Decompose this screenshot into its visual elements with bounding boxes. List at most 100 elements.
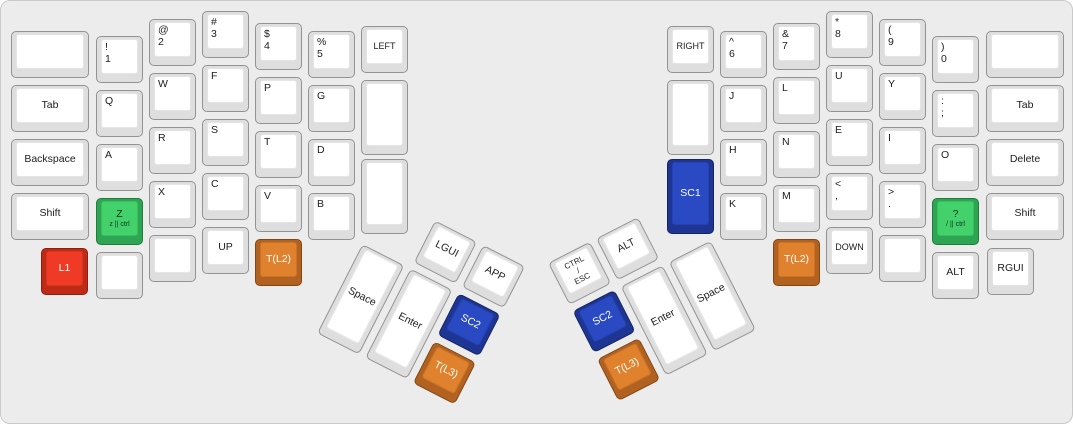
key-c-cap: C — [207, 176, 244, 211]
key-rgui[interactable]: RGUI — [987, 248, 1034, 295]
key-blank-left-top-outer[interactable] — [11, 31, 89, 78]
key-5-cap: %5 — [313, 34, 350, 69]
key-h-cap: H — [725, 142, 762, 177]
key-t[interactable]: T — [255, 131, 302, 178]
key-1[interactable]: !1 — [96, 36, 143, 83]
key-blank-right-inner-upper[interactable] — [667, 80, 714, 155]
key-delete-cap: Delete — [991, 142, 1059, 177]
key-tab-left[interactable]: Tab — [11, 85, 89, 132]
key-0[interactable]: )0 — [932, 36, 979, 83]
key-v[interactable]: V — [255, 185, 302, 232]
key-f-cap: F — [207, 68, 244, 103]
key-tab-right[interactable]: Tab — [986, 85, 1064, 132]
key-blank-left-inner-lower[interactable] — [361, 159, 408, 234]
key-u[interactable]: U — [826, 65, 873, 112]
key-k[interactable]: K — [720, 193, 767, 240]
key-e[interactable]: E — [826, 119, 873, 166]
key-down[interactable]: DOWN — [826, 227, 873, 274]
key-4-cap: $4 — [260, 26, 297, 61]
key-comma[interactable]: <, — [826, 173, 873, 220]
key-blank-left-inner-upper[interactable] — [361, 80, 408, 155]
key-7[interactable]: &7 — [773, 23, 820, 70]
key-ctrl-esc-cap: CTRL/ESC — [553, 246, 603, 295]
key-shift-left-cap: Shift — [16, 196, 84, 231]
key-k-cap: K — [725, 196, 762, 231]
key-t-l2-left[interactable]: T(L2) — [255, 239, 302, 286]
key-l1[interactable]: L1 — [41, 248, 88, 295]
key-u-cap: U — [831, 68, 868, 103]
key-sc1[interactable]: SC1 — [667, 159, 714, 234]
key-3[interactable]: #3 — [202, 11, 249, 58]
key-p[interactable]: P — [255, 77, 302, 124]
key-t-l3-left[interactable]: T(L3) — [412, 341, 477, 405]
key-q[interactable]: Q — [96, 90, 143, 137]
key-g[interactable]: G — [308, 85, 355, 132]
key-l-cap: L — [778, 80, 815, 115]
key-q-cap: Q — [101, 93, 138, 128]
key-slash[interactable]: ?/ || ctrl — [932, 198, 979, 245]
key-6[interactable]: ^6 — [720, 31, 767, 78]
key-period[interactable]: >. — [879, 181, 926, 228]
key-9-cap: (9 — [884, 22, 921, 57]
key-blank-left-bottom-2[interactable] — [149, 235, 196, 282]
key-2-cap: @2 — [154, 22, 191, 57]
key-v-cap: V — [260, 188, 297, 223]
key-x[interactable]: X — [149, 181, 196, 228]
key-h[interactable]: H — [720, 139, 767, 186]
key-s[interactable]: S — [202, 119, 249, 166]
key-tab-left-cap: Tab — [16, 88, 84, 123]
key-6-cap: ^6 — [725, 34, 762, 69]
key-c[interactable]: C — [202, 173, 249, 220]
key-shift-left[interactable]: Shift — [11, 193, 89, 240]
key-t-l3-left-cap: T(L3) — [421, 346, 471, 395]
key-delete[interactable]: Delete — [986, 139, 1064, 186]
key-alt[interactable]: ALT — [932, 252, 979, 299]
key-period-cap: >. — [884, 184, 921, 219]
key-right[interactable]: RIGHT — [667, 26, 714, 73]
key-n[interactable]: N — [773, 131, 820, 178]
key-5[interactable]: %5 — [308, 31, 355, 78]
key-i[interactable]: I — [879, 127, 926, 174]
key-semicolon[interactable]: :; — [932, 90, 979, 137]
key-t-l2-right[interactable]: T(L2) — [773, 239, 820, 286]
key-d[interactable]: D — [308, 139, 355, 186]
key-blank-right-top-outer-cap — [991, 34, 1059, 69]
key-1-cap: !1 — [101, 39, 138, 74]
key-7-cap: &7 — [778, 26, 815, 61]
key-blank-left-bottom-1[interactable] — [96, 252, 143, 299]
key-l1-cap: L1 — [46, 251, 83, 286]
key-tab-right-cap: Tab — [991, 88, 1059, 123]
key-o[interactable]: O — [932, 144, 979, 191]
key-2[interactable]: @2 — [149, 19, 196, 66]
key-8-cap: *8 — [831, 14, 868, 49]
key-t-l2-right-cap: T(L2) — [778, 242, 815, 277]
key-alt-thumb-cap: ALT — [601, 222, 651, 271]
key-9[interactable]: (9 — [879, 19, 926, 66]
key-y-cap: Y — [884, 76, 921, 111]
key-a[interactable]: A — [96, 144, 143, 191]
key-m[interactable]: M — [773, 185, 820, 232]
key-blank-left-inner-lower-cap — [366, 162, 403, 225]
key-w[interactable]: W — [149, 73, 196, 120]
key-blank-right-top-outer[interactable] — [986, 31, 1064, 78]
key-f[interactable]: F — [202, 65, 249, 112]
key-y[interactable]: Y — [879, 73, 926, 120]
key-left[interactable]: LEFT — [361, 26, 408, 73]
key-r[interactable]: R — [149, 127, 196, 174]
key-8[interactable]: *8 — [826, 11, 873, 58]
key-j-cap: J — [725, 88, 762, 123]
key-comma-cap: <, — [831, 176, 868, 211]
key-semicolon-cap: :; — [937, 93, 974, 128]
key-j[interactable]: J — [720, 85, 767, 132]
key-backspace[interactable]: Backspace — [11, 139, 89, 186]
key-b[interactable]: B — [308, 193, 355, 240]
key-4[interactable]: $4 — [255, 23, 302, 70]
key-slash-cap: ?/ || ctrl — [937, 201, 974, 236]
key-up[interactable]: UP — [202, 227, 249, 274]
key-0-cap: )0 — [937, 39, 974, 74]
key-l[interactable]: L — [773, 77, 820, 124]
key-shift-right[interactable]: Shift — [986, 193, 1064, 240]
key-blank-right-bottom[interactable] — [879, 235, 926, 282]
